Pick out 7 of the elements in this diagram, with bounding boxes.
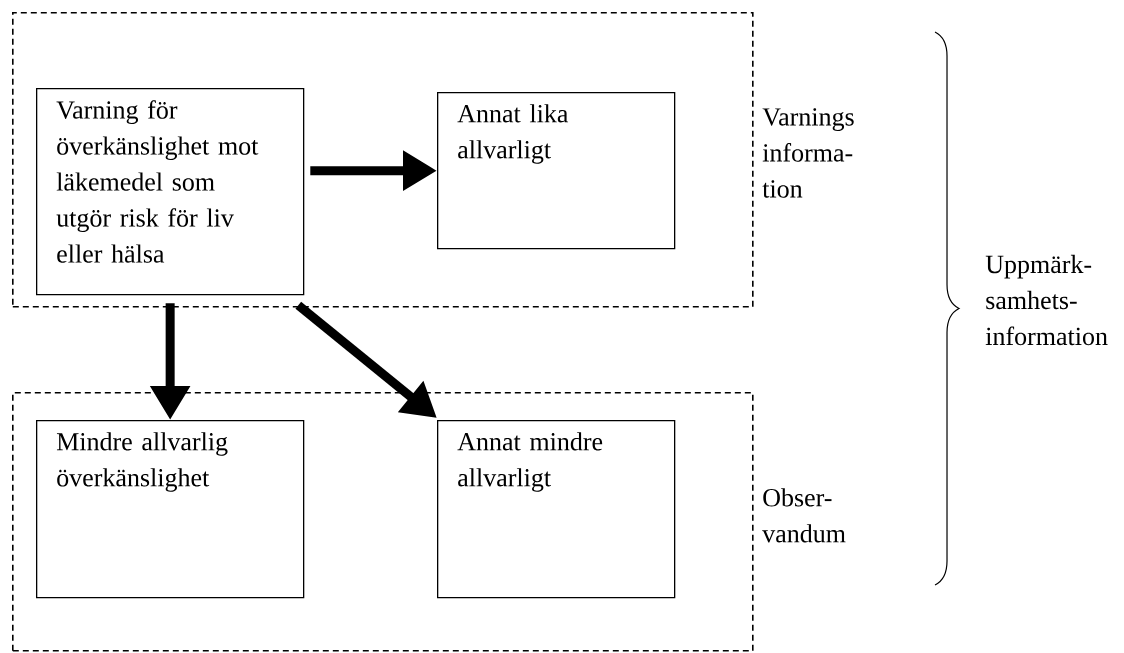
text-box: Mindre allvarlig överkänslighet	[36, 420, 305, 599]
text-box: Annat lika allvarligt	[437, 92, 676, 250]
text-box: Annat mindre allvarligt	[437, 420, 676, 599]
text-box: Varning för överkänslighet mot läkemedel som utgör risk för liv eller hälsa	[36, 88, 305, 296]
group-label: Varnings informa-tion	[762, 108, 854, 198]
brace-label: Uppmärk-samhets-information	[985, 254, 1108, 346]
group-label: Obser-vandum	[762, 488, 846, 543]
